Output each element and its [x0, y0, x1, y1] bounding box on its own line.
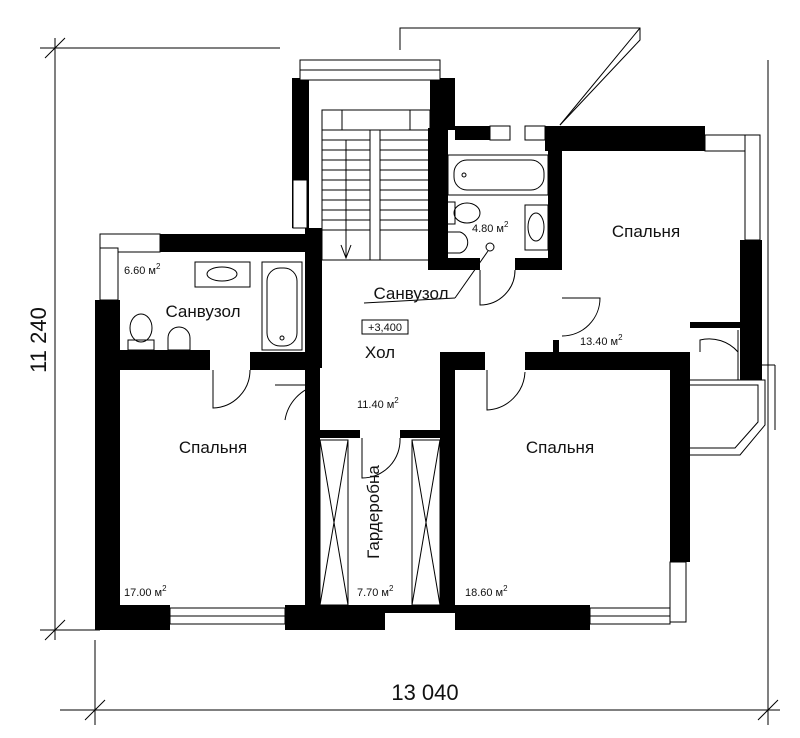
- staircase: [321, 109, 431, 261]
- height-dimension-label: 11 240: [26, 307, 51, 373]
- wardrobe-units: [319, 439, 441, 606]
- walls: [95, 78, 762, 630]
- roof-outline: [399, 27, 641, 126]
- room-name-bathroom-left: Санвузол: [165, 302, 240, 321]
- toilet-center-icon: [444, 201, 481, 225]
- floor-drain-icon: [363, 242, 495, 304]
- bidet-center-icon: [444, 231, 469, 254]
- sink-center-icon: [524, 204, 549, 251]
- doors: [212, 269, 739, 479]
- width-dimension-label: 13 040: [391, 680, 458, 705]
- windows: [99, 59, 776, 625]
- bidet-left-icon: [167, 326, 191, 351]
- toilet-left-icon: [127, 313, 155, 351]
- room-name-hall: Хол: [365, 343, 395, 362]
- room-name-bedroom-sw: Спальня: [179, 438, 247, 457]
- room-name-bedroom-ne: Спальня: [612, 222, 680, 241]
- room-name-bathroom-center: Санвузол: [373, 284, 448, 303]
- sink-left-icon: [194, 261, 251, 288]
- level-mark: +3,400: [368, 322, 402, 334]
- dimension-lines: [40, 37, 780, 725]
- bathtub-center-icon: [447, 154, 549, 196]
- level-mark-frame: [361, 319, 409, 335]
- room-name-wardrobe: Гардеробна: [364, 465, 383, 559]
- bathtub-left-icon: [261, 261, 303, 351]
- room-name-bedroom-se: Спальня: [526, 438, 594, 457]
